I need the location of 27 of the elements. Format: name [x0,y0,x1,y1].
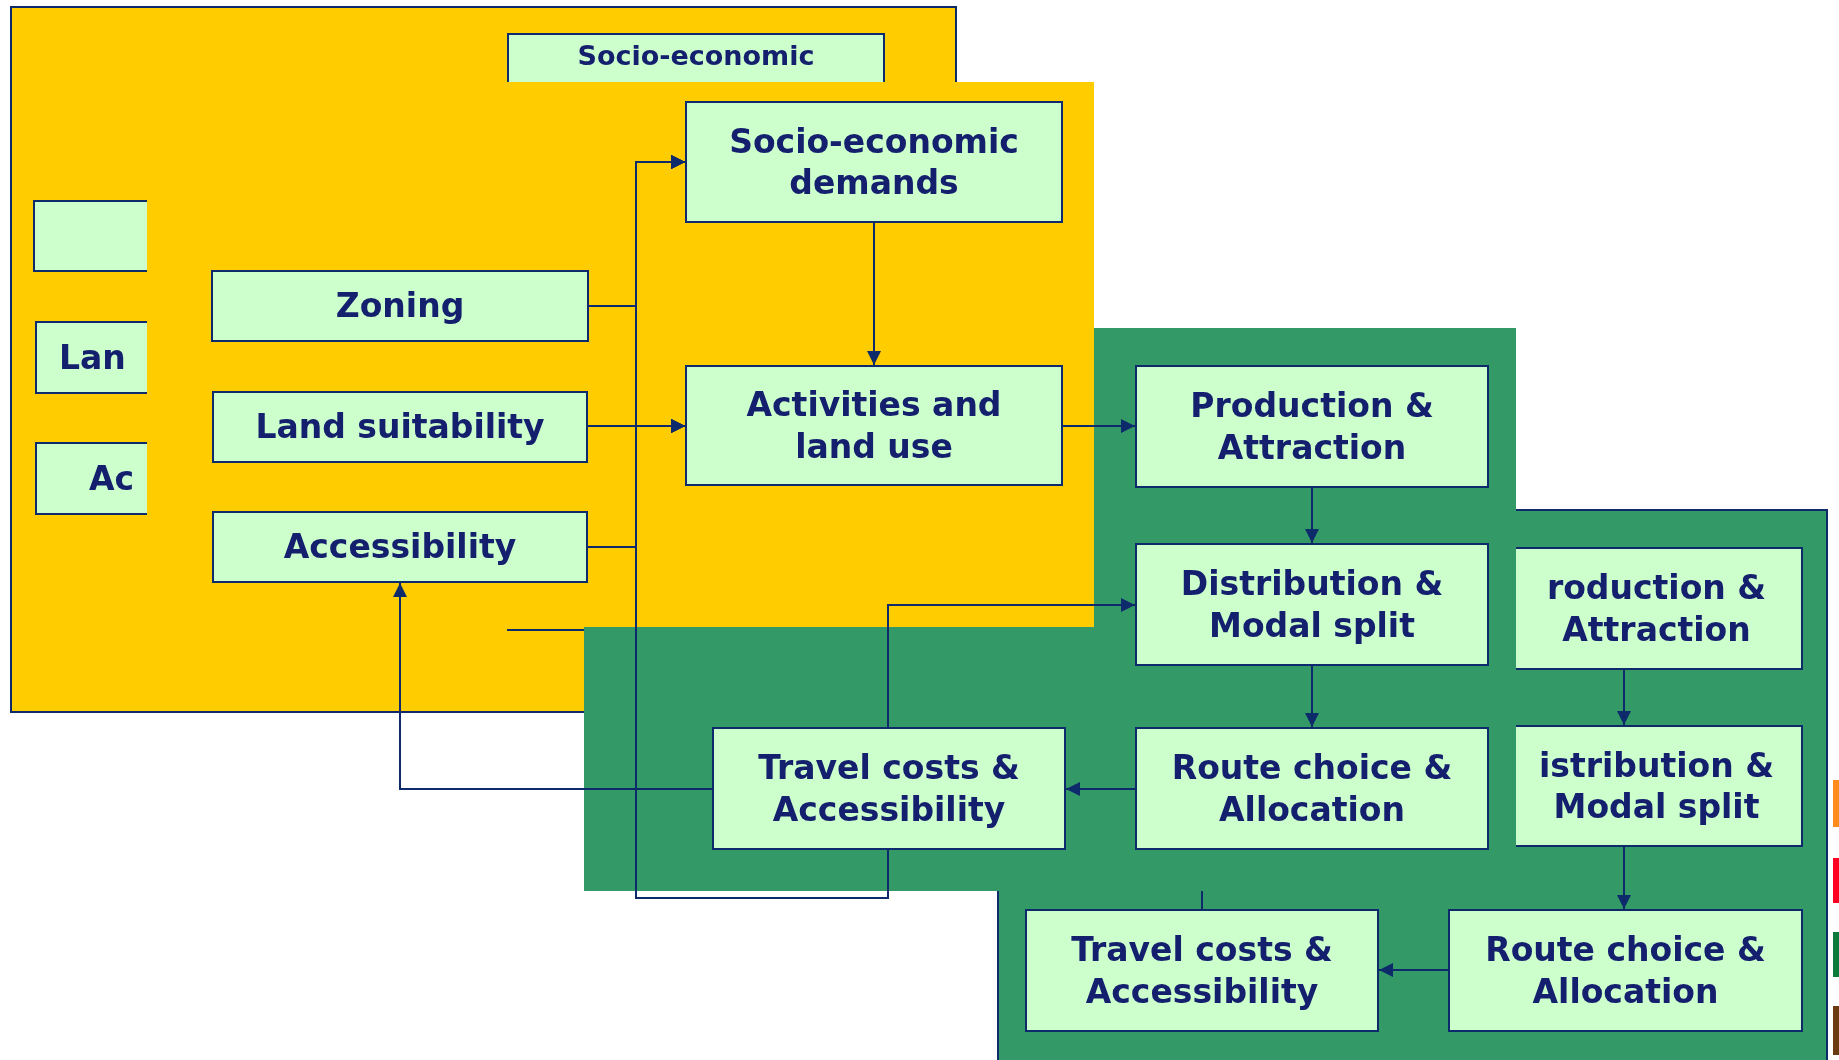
process-box: Activities and land use [685,365,1063,486]
process-box: Ac [35,442,147,515]
process-box: roduction & Attraction [1516,547,1803,670]
arrow [1065,782,1136,796]
arrow [1305,665,1319,728]
process-box: Accessibility [212,511,588,583]
process-box: Lan [35,321,147,394]
process-box: istribution & Modal split [1516,725,1803,847]
process-box: Zoning [211,270,589,342]
process-box: Travel costs & Accessibility [712,727,1066,850]
arrow [393,582,713,790]
process-box: Route choice & Allocation [1448,909,1803,1032]
process-box: Land suitability [212,391,588,463]
process-box: Production & Attraction [1135,365,1489,488]
box-shape [33,200,147,272]
arrow [1617,846,1631,910]
process-box: Distribution & Modal split [1135,543,1489,666]
process-box: Route choice & Allocation [1135,727,1489,850]
process-box: Socio-economic demands [685,101,1063,223]
arrow [1305,487,1319,544]
process-box: Socio-economic [507,33,885,82]
arrow [867,222,881,366]
process-box: Travel costs & Accessibility [1025,909,1379,1032]
arrow [1617,669,1631,726]
arrow [1062,419,1136,433]
arrow [1378,963,1449,977]
arrow [887,598,1136,728]
